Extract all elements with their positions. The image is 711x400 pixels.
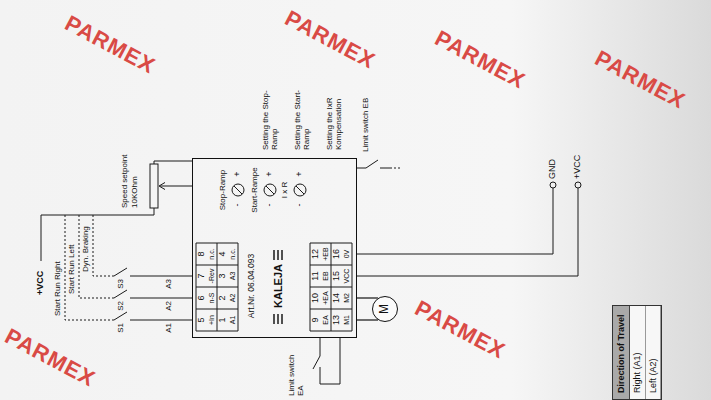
- table-cell: Left (A2): [646, 306, 661, 399]
- terminal-number: 1: [218, 317, 228, 322]
- terminal-number: 4: [218, 251, 228, 256]
- pin-name: EB: [322, 271, 330, 280]
- terminal-number: 6: [197, 295, 207, 300]
- limit-switch-symbol: [313, 338, 340, 384]
- trimmer-label: I x R: [281, 182, 290, 198]
- wire-name: A1: [165, 323, 174, 333]
- direction-table: Direction of TravelRight (A1)Left (A2): [612, 305, 662, 400]
- trimmer-label: Stop-Ramp: [219, 170, 228, 210]
- pin-name: n.c.: [229, 248, 237, 259]
- controller-box: Art.Nr. 06.04.093 KALEJA: [192, 158, 357, 338]
- supply-label: GND: [548, 159, 558, 179]
- table-heading: Direction of Travel: [613, 306, 630, 399]
- signal-name: Start Run Left: [68, 245, 77, 294]
- watermark: PARMEX: [1, 324, 99, 392]
- pin-name: A1: [229, 316, 237, 325]
- limit-switch-label: Limit switch EB: [362, 96, 371, 152]
- pin-name: A3: [229, 272, 237, 281]
- trimmer-sign: +: [295, 171, 305, 176]
- terminal-number: 3: [218, 273, 228, 278]
- pin-name: -Rev: [208, 269, 216, 284]
- switch-name: S3: [117, 279, 126, 289]
- limit-switch-symbol: [357, 160, 390, 168]
- motor-wire: [357, 319, 378, 320]
- terminal-number: 2: [218, 295, 228, 300]
- pin-name: +EB: [322, 247, 330, 260]
- wire-name: A3: [165, 279, 174, 289]
- trimmer-sign: -: [265, 204, 275, 207]
- setting-note: Setting the Stop-Ramp: [262, 88, 280, 150]
- terminal-number: 7: [197, 273, 207, 278]
- trimmer-sign: +: [265, 171, 275, 176]
- supply-wire: [357, 188, 578, 276]
- watermark: PARMEX: [281, 6, 379, 74]
- pin-name: n.c.: [208, 248, 216, 259]
- component-value: 10KOhm: [131, 176, 140, 208]
- motor-letter: M: [378, 304, 392, 314]
- pin-name: +EA: [322, 291, 330, 304]
- pin-name: A2: [229, 294, 237, 303]
- terminal-number: 5: [197, 317, 207, 322]
- terminal-number: 16: [332, 249, 342, 259]
- pin-name: VCC: [343, 269, 351, 284]
- table-cell: Right (A1): [630, 306, 645, 399]
- watermark: PARMEX: [411, 296, 509, 364]
- limit-switch-label: Limit switch EA: [288, 346, 306, 396]
- potentiometer-symbol: [150, 164, 158, 208]
- input-wire: [130, 276, 192, 320]
- watermark: PARMEX: [431, 26, 529, 94]
- watermark: PARMEX: [591, 46, 689, 114]
- article-number: Art.Nr. 06.04.093: [247, 254, 257, 318]
- terminal-number: 15: [332, 271, 342, 281]
- terminal-grid: [196, 243, 352, 331]
- supply-label: +VCC: [36, 271, 46, 295]
- trimmer-sign: +: [233, 171, 243, 176]
- limit-switch-line: [390, 168, 402, 169]
- switch-name: S2: [117, 301, 126, 311]
- terminal-number: 9: [311, 317, 321, 322]
- control-line: [65, 215, 112, 320]
- wire-name: A2: [165, 301, 174, 311]
- terminal-number: 8: [197, 251, 207, 256]
- signal-name: Start Run Right: [54, 261, 63, 316]
- trimmer-sign: -: [295, 204, 305, 207]
- supply-terminal: [575, 182, 581, 188]
- brand-logo: KALEJA: [272, 264, 285, 308]
- switch-symbol: [112, 268, 127, 320]
- motor-wire: [357, 297, 378, 298]
- supply-terminal: [550, 182, 556, 188]
- watermark: PARMEX: [61, 11, 159, 79]
- trimmer-label: Start-Rampe: [251, 167, 260, 212]
- terminal-number: 12: [311, 249, 321, 259]
- supply-label: +VCC: [573, 155, 583, 179]
- terminal-number: 14: [332, 293, 342, 303]
- terminal-number: 11: [311, 271, 321, 280]
- signal-name: Dyn. Braking: [82, 226, 91, 272]
- trimmer-sign: -: [233, 204, 243, 207]
- pin-name: +In: [208, 315, 216, 325]
- component-label: Speed setpoint: [121, 155, 130, 208]
- pin-name: 0V: [343, 250, 351, 259]
- pin-name: EA: [322, 315, 330, 324]
- pin-name: M2: [343, 293, 351, 303]
- motor-symbol: M: [372, 296, 398, 322]
- setting-note: Setting the Start-Ramp: [294, 88, 312, 150]
- potentiometer-wire: [154, 161, 192, 190]
- trimmer-wiper: [234, 186, 304, 194]
- supply-bus: [41, 208, 154, 261]
- setting-note: Setting the IxR Kompensation: [326, 88, 344, 150]
- pin-name: n-S: [208, 293, 216, 304]
- terminal-number: 13: [332, 315, 342, 325]
- pin-name: M1: [343, 315, 351, 325]
- terminal-number: 10: [311, 293, 321, 303]
- switch-name: S1: [117, 323, 126, 333]
